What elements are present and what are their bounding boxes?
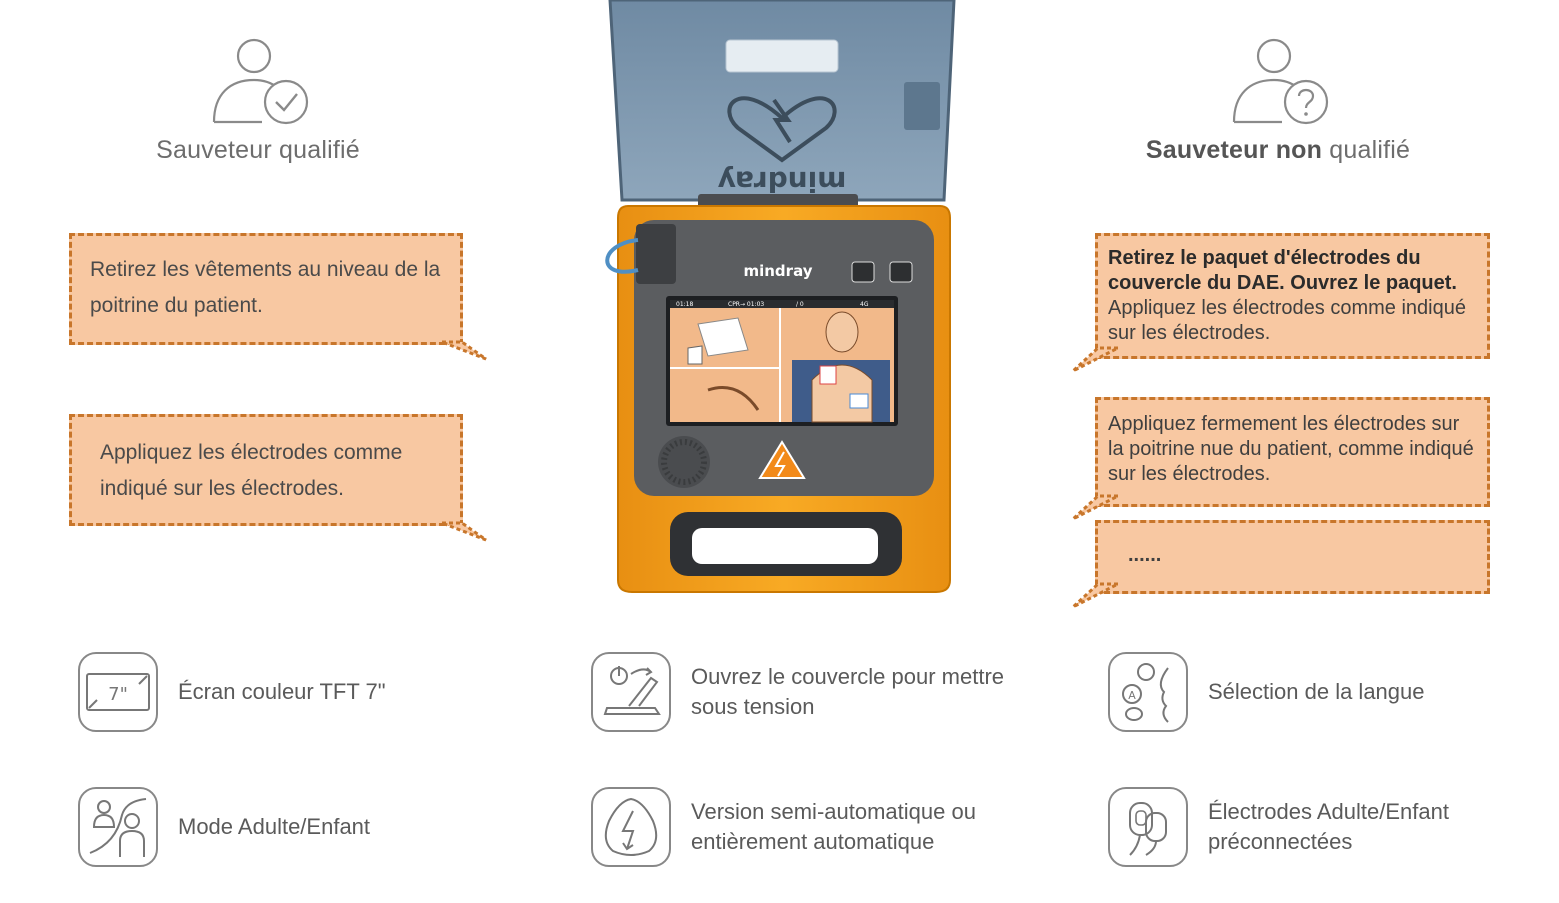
qualified-rescuer-header: Sauveteur qualifié <box>108 36 408 165</box>
screen-time: 01:18 <box>676 301 693 308</box>
right-bubble-1: Retirez le paquet d'électrodes du couver… <box>1095 233 1490 359</box>
adult-child-icon <box>78 787 158 867</box>
unqualified-rescuer-label: Sauveteur non qualifié <box>1145 136 1411 164</box>
unqualified-rescuer-header: Sauveteur non qualifié <box>1128 36 1428 165</box>
lid-power-icon <box>591 652 671 732</box>
feature-lid-power-label: Ouvrez le couvercle pour mettre sous ten… <box>691 664 1005 719</box>
screen-network: 4G <box>860 301 869 308</box>
shock-icon <box>591 787 671 867</box>
feature-auto-mode: Version semi-automatique ou entièrement … <box>591 787 1041 867</box>
tft-screen-icon-text: 7" <box>108 684 128 705</box>
right-bubble-1-tail <box>1071 346 1119 373</box>
qualified-rescuer-label: Sauveteur qualifié <box>156 136 360 164</box>
left-bubble-2-tail <box>441 521 487 542</box>
lid-brand-text: mindray <box>718 165 847 198</box>
feature-adult-child-label: Mode Adulte/Enfant <box>178 814 371 839</box>
left-bubble-2-text: Appliquez les électrodes comme indiqué s… <box>100 441 403 500</box>
feature-tft-screen-label: Écran couleur TFT 7" <box>178 679 386 704</box>
left-bubble-1-text: Retirez les vêtements au niveau de la po… <box>90 258 441 317</box>
screen-shocks: / 0 <box>796 301 804 308</box>
right-bubble-3: ...... <box>1095 520 1490 594</box>
feature-electrodes: Électrodes Adulte/Enfant préconnectées <box>1108 787 1528 867</box>
right-bubble-1-text: Appliquez les électrodes comme indiqué s… <box>1108 297 1466 344</box>
feature-auto-mode-label: Version semi-automatique ou entièrement … <box>691 799 976 854</box>
language-icon: A <box>1108 652 1188 732</box>
svg-text:A: A <box>1128 689 1136 702</box>
aed-device-image: mindray mindray 01:18 CPR→ 01:03 / 0 4G <box>598 0 970 600</box>
feature-lid-power: Ouvrez le couvercle pour mettre sous ten… <box>591 652 1041 732</box>
feature-language: A Sélection de la langue <box>1108 652 1425 732</box>
left-bubble-1-tail <box>441 340 487 361</box>
screen-cpr: CPR→ 01:03 <box>728 301 764 308</box>
right-bubble-1-strong: Retirez le paquet d'électrodes du couver… <box>1108 247 1457 294</box>
right-bubble-2: Appliquez fermement les électrodes sur l… <box>1095 397 1490 507</box>
left-bubble-2: Appliquez les électrodes comme indiqué s… <box>69 414 463 526</box>
electrodes-icon <box>1108 787 1188 867</box>
aed-device-illustration: mindray mindray 01:18 CPR→ 01:03 / 0 4G <box>605 0 956 593</box>
feature-adult-child: Mode Adulte/Enfant <box>78 787 370 867</box>
user-check-icon <box>212 38 309 125</box>
device-brand-text: mindray <box>743 262 812 280</box>
right-bubble-3-text: ...... <box>1128 544 1162 566</box>
right-bubble-2-tail <box>1071 494 1119 521</box>
right-bubble-2-text: Appliquez fermement les électrodes sur l… <box>1108 413 1474 485</box>
feature-electrodes-label: Électrodes Adulte/Enfant préconnectées <box>1208 799 1449 854</box>
user-question-icon <box>1232 38 1329 125</box>
tft-screen-icon: 7" <box>78 652 158 732</box>
right-bubble-3-tail <box>1071 582 1119 609</box>
left-bubble-1: Retirez les vêtements au niveau de la po… <box>69 233 463 345</box>
feature-language-label: Sélection de la langue <box>1208 679 1425 704</box>
feature-tft-screen: 7" Écran couleur TFT 7" <box>78 652 386 732</box>
